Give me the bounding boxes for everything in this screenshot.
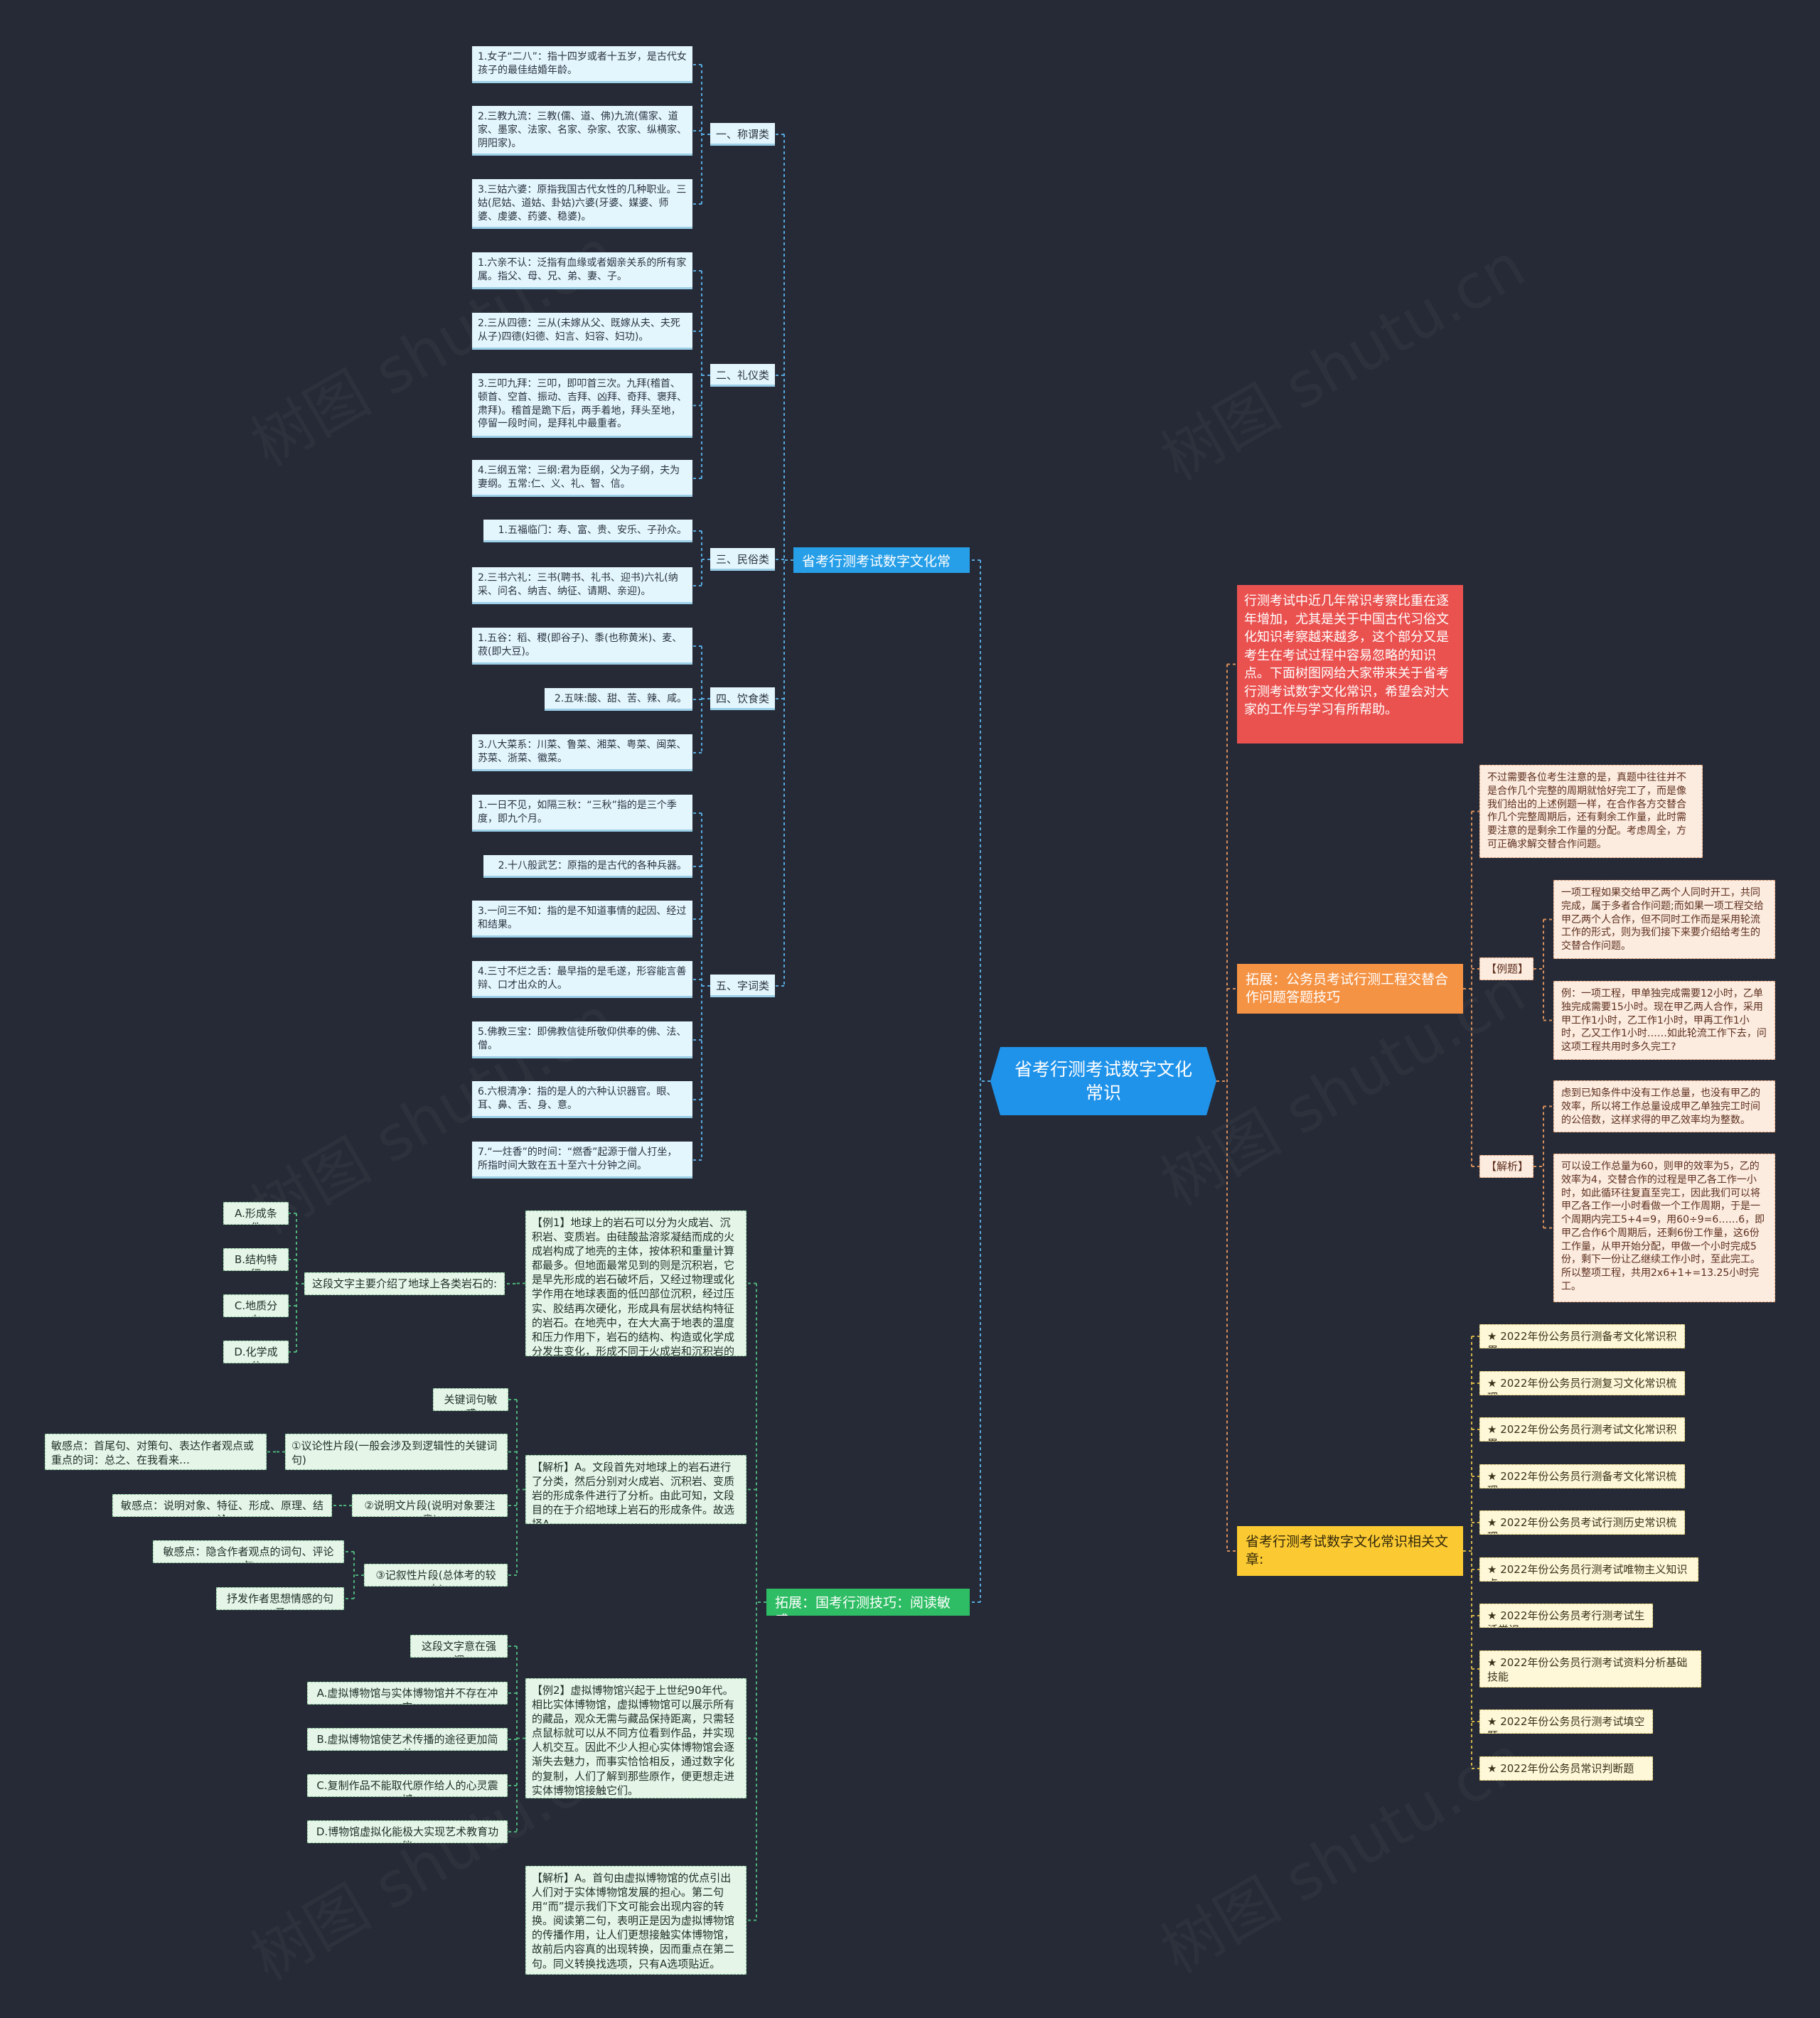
sensitivity-exposition[interactable]: ②说明文片段(说明对象要注意)	[352, 1494, 508, 1517]
leaf-item[interactable]: 3.三姑六婆：原指我国古代女性的几种职业。三姑(尼姑、道姑、卦姑)六婆(牙婆、媒…	[472, 179, 692, 229]
sensitivity-note[interactable]: 抒发作者思想情感的句子	[216, 1587, 344, 1610]
sensitivity-argument[interactable]: ①议论性片段(一般会涉及到逻辑性的关键词句)	[285, 1434, 508, 1470]
article-link[interactable]: ★ 2022年份公务员行测备考文化常识梳理	[1479, 1464, 1685, 1488]
connector-line	[970, 559, 990, 1603]
root-topic[interactable]: 省考行测考试数字文化常识	[990, 1047, 1216, 1115]
leaf-item[interactable]: 3.三叩九拜：三叩，即叩首三次。九拜(稽首、顿首、空首、振动、吉拜、凶拜、奇拜、…	[472, 373, 692, 438]
question-2[interactable]: 这段文字意在强调	[410, 1635, 508, 1658]
connector-line	[692, 530, 710, 586]
category-etiquette[interactable]: 二、礼仪类	[710, 364, 775, 387]
leaf-item[interactable]: 3.八大菜系：川菜、鲁菜、湘菜、粤菜、闽菜、苏菜、浙菜、徽菜。	[472, 734, 692, 771]
category-words[interactable]: 五、字词类	[710, 975, 775, 997]
example-text[interactable]: 例：一项工程，甲单独完成需要12小时，乙单独完成需要15小时。现在甲乙两人合作，…	[1553, 981, 1775, 1060]
connector-line	[692, 64, 710, 205]
leaf-item[interactable]: 1.六亲不认：泛指有血缘或者姻亲关系的所有家属。指父、母、兄、弟、妻、子。	[472, 252, 692, 289]
connector-line	[1533, 918, 1553, 1021]
article-link[interactable]: ★ 2022年份公务员考试行测历史常识梳理	[1479, 1510, 1685, 1535]
branch-related-articles[interactable]: 省考行测考试数字文化常识相关文章:	[1237, 1526, 1463, 1576]
article-link[interactable]: ★ 2022年份公务员行测考试填空题	[1479, 1710, 1653, 1734]
sensitivity-note[interactable]: 敏感点：首尾句、对策句、表达作者观点或重点的词：总之、在我看来…	[45, 1434, 267, 1470]
option-b[interactable]: B.结构特征	[223, 1248, 289, 1271]
option-b[interactable]: B.虚拟博物馆使艺术传播的途径更加简单	[307, 1728, 508, 1751]
option-d[interactable]: D.化学成分	[223, 1341, 289, 1363]
option-a[interactable]: A.虚拟博物馆与实体博物馆并不存在冲突	[307, 1682, 508, 1705]
sensitivity-note[interactable]: 敏感点：说明对象、特征、形成、原理、结论	[112, 1494, 332, 1517]
branch-reading-sensitivity[interactable]: 拓展：国考行测技巧：阅读敏感	[766, 1589, 970, 1616]
connector-line	[344, 1551, 364, 1599]
leaf-item[interactable]: 3.一问三不知：指的是不知道事情的起因、经过和结果。	[472, 901, 692, 938]
option-c[interactable]: C.复制作品不能取代原作给人的心灵震撼	[307, 1774, 508, 1797]
analysis-2[interactable]: 【解析】A。首句由虚拟博物馆的优点引出人们对于实体博物馆发展的担心。第二句用“而…	[525, 1866, 746, 1975]
article-link[interactable]: ★ 2022年份公务员行测复习文化常识梳理	[1479, 1371, 1685, 1395]
connector-line	[1463, 810, 1479, 1167]
connector-line	[692, 270, 710, 479]
leaf-item[interactable]: 2.三书六礼：三书(聘书、礼书、迎书)六礼(纳采、问名、纳吉、纳征、请期、亲迎)…	[472, 567, 692, 604]
category-titles[interactable]: 一、称谓类	[710, 123, 775, 146]
connector-line	[746, 1282, 766, 1921]
connector-line	[692, 645, 710, 753]
article-link[interactable]: ★ 2022年份公务员常识判断题	[1479, 1756, 1653, 1781]
connector-line	[508, 1399, 525, 1576]
leaf-item[interactable]: 1.五谷：稻、稷(即谷子)、黍(也称黄米)、麦、菽(即大豆)。	[472, 628, 692, 665]
leaf-item[interactable]: 6.六根清净：指的是人的六种认识器官。眼、耳、鼻、舌、身、意。	[472, 1081, 692, 1118]
option-d[interactable]: D.博物馆虚拟化能极大实现艺术教育功能	[307, 1820, 508, 1843]
example-2[interactable]: 【例2】虚拟博物馆兴起于上世纪90年代。相比实体博物馆，虚拟博物馆可以展示所有的…	[525, 1678, 746, 1798]
option-c[interactable]: C.地质分布	[223, 1294, 289, 1317]
connector-line	[775, 134, 793, 987]
analysis-label[interactable]: 【解析】	[1479, 1155, 1533, 1178]
question-1[interactable]: 这段文字主要介绍了地球上各类岩石的:	[304, 1272, 505, 1295]
connector-line	[692, 812, 710, 1161]
connector-line	[289, 1213, 304, 1353]
sensitivity-narrative[interactable]: ③记叙性片段(总体考的较少)	[364, 1564, 508, 1587]
category-folk[interactable]: 三、民俗类	[710, 548, 775, 571]
leaf-item[interactable]: 1.女子“二八”：指十四岁或者十五岁，是古代女孩子的最佳结婚年龄。	[472, 46, 692, 83]
article-link[interactable]: ★ 2022年份公务员行测考试文化常识积累	[1479, 1417, 1685, 1442]
leaf-item[interactable]: 2.三从四德：三从(未嫁从父、既嫁从夫、夫死从子)四德(妇德、妇言、妇容、妇功)…	[472, 313, 692, 350]
leaf-item[interactable]: 1.五福临门：寿、富、贵、安乐、子孙众。	[483, 520, 692, 542]
example-1[interactable]: 【例1】地球上的岩石可以分为火成岩、沉积岩、变质岩。由硅酸盐溶浆凝结而成的火成岩…	[525, 1211, 746, 1356]
analysis-1[interactable]: 【解析】A。文段首先对地球上的岩石进行了分类，然后分别对火成岩、沉积岩、变质岩的…	[525, 1455, 746, 1524]
leaf-item[interactable]: 4.三纲五常：三纲:君为臣纲，父为子纲，夫为妻纲。五常:仁、义、礼、智、信。	[472, 460, 692, 497]
leaf-item[interactable]: 2.十八般武艺：原指的是古代的各种兵器。	[483, 855, 692, 878]
article-link[interactable]: ★ 2022年份公务员考行测考试生活常识	[1479, 1604, 1653, 1628]
example-label[interactable]: 【例题】	[1479, 957, 1533, 980]
connector-line	[508, 1646, 525, 1832]
example-text[interactable]: 一项工程如果交给甲乙两个人同时开工，共同完成，属于多者合作问题;而如果一项工程交…	[1553, 880, 1775, 959]
tip-note[interactable]: 不过需要各位考生注意的是，真题中往往并不是合作几个完整的周期就恰好完工了，而是像…	[1479, 765, 1703, 858]
leaf-item[interactable]: 7.“一炷香”的时间：“燃香”起源于僧人打坐，所指时间大致在五十至六十分钟之间。	[472, 1142, 692, 1179]
branch-alternating-cooperation[interactable]: 拓展：公务员考试行测工程交替合作问题答题技巧	[1237, 964, 1463, 1014]
leaf-item[interactable]: 5.佛教三宝：即佛教信徒所敬仰供奉的佛、法、僧。	[472, 1021, 692, 1058]
leaf-item[interactable]: 2.三教九流：三教(儒、道、佛)九流(儒家、道家、墨家、法家、名家、杂家、农家、…	[472, 106, 692, 156]
article-link[interactable]: ★ 2022年份公务员行测考试唯物主义知识点	[1479, 1557, 1698, 1582]
option-a[interactable]: A.形成条件	[223, 1202, 289, 1225]
keyword-sensitivity[interactable]: 关键词句敏感	[433, 1388, 508, 1411]
leaf-item[interactable]: 2.五味:酸、甜、苦、辣、咸。	[545, 688, 692, 711]
analysis-text[interactable]: 可以设工作总量为60，则甲的效率为5，乙的效率为4，交替合作的过程是甲乙各工作一…	[1553, 1154, 1775, 1302]
category-food[interactable]: 四、饮食类	[710, 687, 775, 710]
connector-line	[1463, 1336, 1479, 1769]
leaf-item[interactable]: 1.一日不见，如隔三秋：“三秋”指的是三个季度，即九个月。	[472, 795, 692, 832]
sensitivity-note[interactable]: 敏感点：隐含作者观点的词句、评论句	[153, 1540, 344, 1563]
analysis-text[interactable]: 虑到已知条件中没有工作总量，也没有甲乙的效率，所以将工作总量设成甲乙单独完工时间…	[1553, 1080, 1775, 1132]
article-link[interactable]: ★ 2022年份公务员行测考试资料分析基础技能	[1479, 1651, 1701, 1687]
connector-line	[1533, 1105, 1553, 1229]
article-link[interactable]: ★ 2022年份公务员行测备考文化常识积累	[1479, 1324, 1685, 1348]
intro-summary[interactable]: 行测考试中近几年常识考察比重在逐年增加，尤其是关于中国古代习俗文化知识考察越来越…	[1237, 585, 1463, 744]
branch-numeric-culture[interactable]: 省考行测考试数字文化常识	[793, 547, 970, 573]
leaf-item[interactable]: 4.三寸不烂之舌：最早指的是毛遂，形容能言善辩、口才出众的人。	[472, 961, 692, 998]
